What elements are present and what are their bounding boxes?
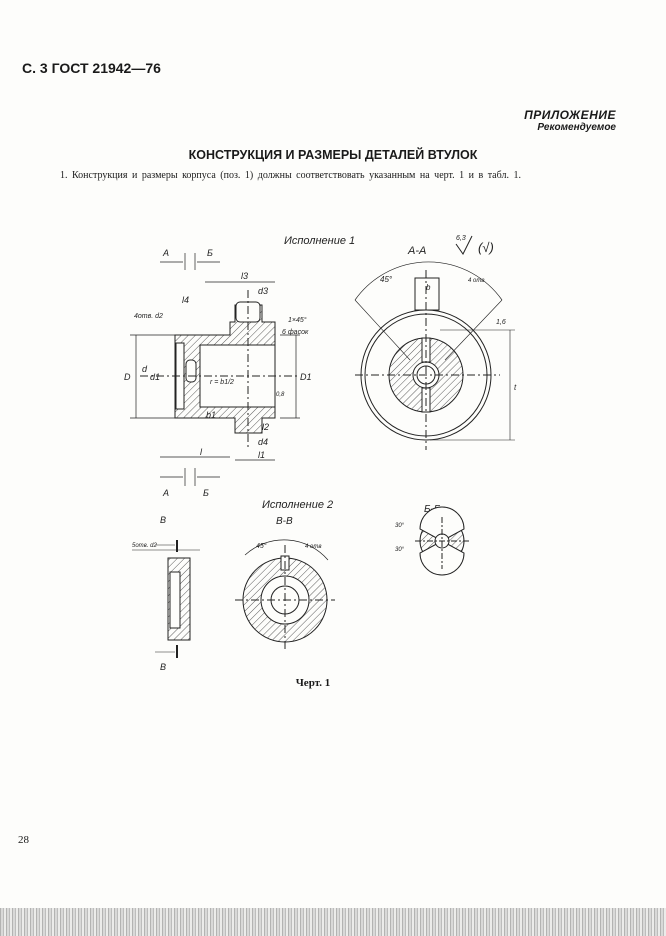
section-aa-view xyxy=(354,261,515,450)
section-title: КОНСТРУКЦИЯ И РАЗМЕРЫ ДЕТАЛЕЙ ВТУЛОК xyxy=(188,148,478,162)
label-holes-d2: 4отв. d2 xyxy=(134,313,163,320)
label-a-top: А xyxy=(162,248,169,258)
label-d3: d3 xyxy=(258,286,268,296)
label-45-vv: 45° xyxy=(256,542,267,550)
label-30-bottom: 30° xyxy=(395,547,405,553)
paragraph-1: 1. Конструкция и размеры корпуса (поз. 1… xyxy=(60,170,521,181)
label-l4: l4 xyxy=(182,295,189,305)
section-vv-view xyxy=(235,539,335,650)
sleeve-side-view xyxy=(140,290,300,450)
label-r16: 1,6 xyxy=(496,319,506,326)
label-a-bottom: А xyxy=(162,488,169,498)
label-r08: 0,8 xyxy=(276,392,285,398)
label-d: d xyxy=(142,364,148,374)
label-b-top: Б xyxy=(207,248,213,258)
page-number: 28 xyxy=(18,834,29,846)
roughness-rest: (√) xyxy=(478,240,494,255)
document-header: С. 3 ГОСТ 21942—76 xyxy=(22,60,161,76)
label-v-bottom: В xyxy=(160,662,166,672)
section-aa-title: А-А xyxy=(407,245,426,257)
variant-2-side-view xyxy=(132,540,200,658)
label-45-aa: 45° xyxy=(380,275,393,284)
label-v-top: В xyxy=(160,515,166,525)
roughness-icon xyxy=(455,235,473,255)
label-d4: d4 xyxy=(258,437,268,447)
appendix-label: ПРИЛОЖЕНИЕ Рекомендуемое xyxy=(524,108,616,133)
label-b: b xyxy=(426,283,431,292)
label-chamfers: 6 фасок xyxy=(282,329,309,336)
label-D: D xyxy=(124,372,131,382)
variant-2-label: Исполнение 2 xyxy=(262,499,333,511)
section-bb-view xyxy=(415,506,470,576)
label-4holes-aa: 4 отв xyxy=(468,278,484,284)
section-vv-title: В-В xyxy=(276,516,293,527)
label-5holes-d2: 5отв. d2 xyxy=(132,543,157,549)
label-r: r = b1/2 xyxy=(210,379,234,386)
appendix-title: ПРИЛОЖЕНИЕ xyxy=(524,108,616,122)
label-l: l xyxy=(200,447,203,457)
label-l3: l3 xyxy=(241,271,248,281)
label-d1: d1 xyxy=(150,372,160,382)
label-5holes-vv: 4 отв xyxy=(305,544,321,550)
label-chamfer: 1×45° xyxy=(288,316,307,324)
label-30-top: 30° xyxy=(395,523,405,529)
scan-edge-artifact xyxy=(0,908,666,936)
figure-caption: Черт. 1 xyxy=(295,677,331,689)
roughness-value: 6,3 xyxy=(456,235,466,242)
label-t: t xyxy=(514,383,517,392)
label-b-bottom: Б xyxy=(203,488,209,498)
variant-1-label: Исполнение 1 xyxy=(284,235,355,247)
label-b1: b1 xyxy=(206,410,216,420)
label-l1: l1 xyxy=(258,450,265,460)
label-l2: l2 xyxy=(262,422,269,432)
label-D1: D1 xyxy=(300,372,312,382)
appendix-status: Рекомендуемое xyxy=(537,122,616,133)
